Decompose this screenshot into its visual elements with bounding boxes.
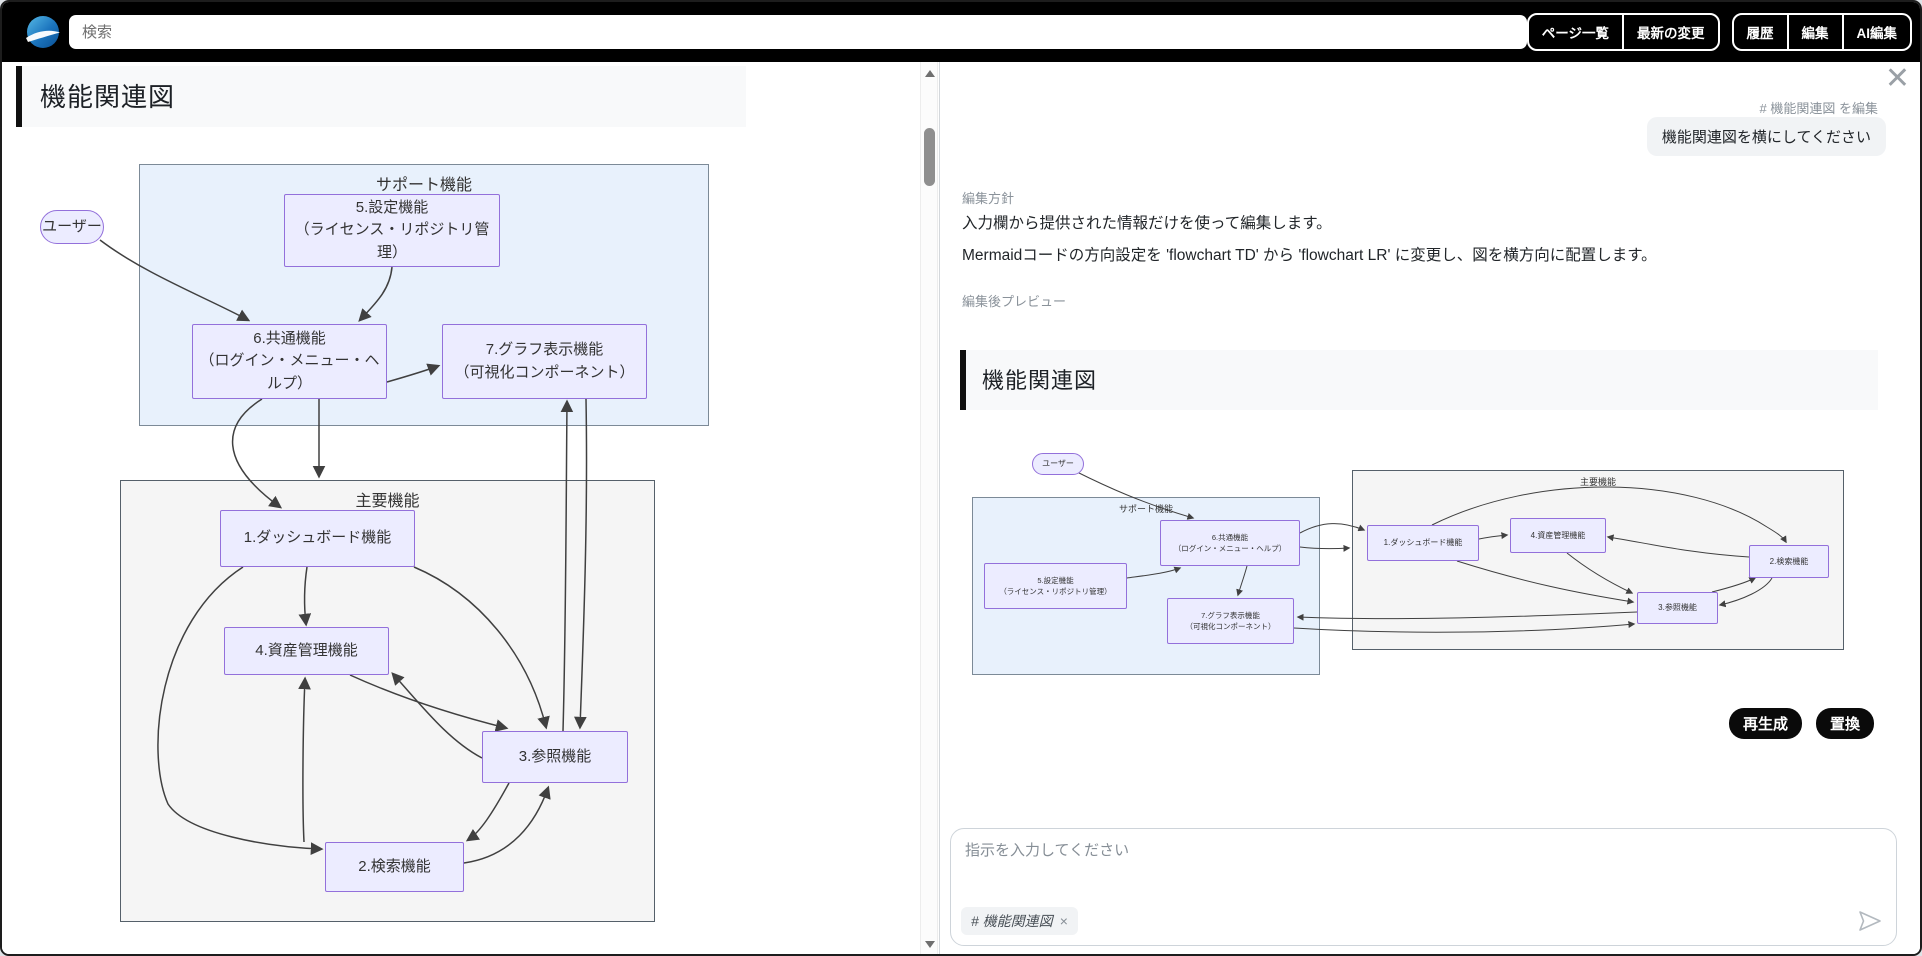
policy-line-1: 入力欄から提供された情報だけを使って編集します。: [962, 215, 1332, 232]
send-icon[interactable]: [1858, 910, 1882, 937]
scroll-up-icon[interactable]: [925, 70, 935, 77]
vertical-scrollbar[interactable]: [920, 62, 938, 954]
node-common: 6.共通機能（ログイン・メニュー・ヘルプ）: [192, 324, 387, 399]
subgraph-support-label: サポート機能: [375, 177, 472, 194]
function-diagram: サポート機能 主要機能: [10, 62, 922, 954]
preview-diagram: サポート機能 主要機能: [967, 445, 1882, 675]
node-search: 2.検索機能: [325, 842, 464, 892]
node-reference: 3.参照機能: [482, 731, 628, 783]
preview-page-title: 機能関連図: [982, 368, 1098, 393]
preview-node-user: ユーザー: [1032, 453, 1084, 475]
preview-node-search: 2.検索機能: [1749, 545, 1829, 578]
nav-group-page-actions: 履歴 編集 AI編集: [1731, 13, 1912, 51]
node-dashboard: 1.ダッシュボード機能: [220, 510, 415, 567]
policy-line-2: Mermaidコードの方向設定を 'flowchart TD' から 'flow…: [962, 247, 1657, 264]
preview-node-asset-management: 4.資産管理機能: [1510, 518, 1606, 553]
user-message-bubble: 機能関連図を横にしてください: [1646, 117, 1886, 156]
instruction-input[interactable]: 指示を入力してください # 機能関連図 ×: [950, 828, 1897, 946]
search-input[interactable]: [69, 15, 1527, 49]
scrollbar-thumb[interactable]: [924, 128, 935, 186]
ai-edit-button[interactable]: AI編集: [1841, 15, 1911, 49]
edit-button[interactable]: 編集: [1786, 15, 1842, 49]
input-placeholder: 指示を入力してください: [965, 842, 1130, 859]
page-header: 機能関連図: [16, 66, 746, 127]
regenerate-button[interactable]: 再生成: [1728, 708, 1802, 739]
preview-node-graph-display: 7.グラフ表示機能（可視化コンポーネント）: [1167, 598, 1294, 644]
subgraph-main-label: 主要機能: [355, 493, 420, 510]
node-asset-management: 4.資産管理機能: [224, 627, 389, 675]
preview-subgraph-support-label: サポート機能: [1118, 504, 1173, 514]
recent-changes-button[interactable]: 最新の変更: [1622, 15, 1718, 49]
preview-node-common: 6.共通機能（ログイン・メニュー・ヘルプ）: [1160, 520, 1300, 566]
app-logo-icon[interactable]: [26, 15, 60, 49]
preview-subgraph-main-label: 主要機能: [1579, 477, 1616, 487]
node-settings: 5.設定機能（ライセンス・リポジトリ管理）: [284, 194, 500, 267]
ai-edit-panel: ✕ # 機能関連図 を編集 機能関連図を横にしてください 編集方針 入力欄から提…: [939, 62, 1920, 954]
preview-label: 編集後プレビュー: [962, 294, 1067, 309]
replace-button[interactable]: 置換: [1815, 708, 1874, 739]
context-chip[interactable]: # 機能関連図 ×: [961, 907, 1078, 935]
preview-node-dashboard: 1.ダッシュボード機能: [1367, 525, 1479, 561]
chip-remove-icon[interactable]: ×: [1059, 913, 1068, 929]
history-button[interactable]: 履歴: [1734, 15, 1787, 49]
scroll-down-icon[interactable]: [925, 941, 935, 948]
node-user: ユーザー: [40, 210, 104, 244]
policy-label: 編集方針: [962, 191, 1015, 206]
topbar: ページ一覧 最新の変更 履歴 編集 AI編集: [2, 2, 1920, 62]
page-list-button[interactable]: ページ一覧: [1529, 15, 1622, 49]
context-chip-label: # 機能関連図: [971, 913, 1053, 929]
preview-node-settings: 5.設定機能（ライセンス・リポジトリ管理）: [984, 563, 1127, 609]
page-title: 機能関連図: [40, 82, 176, 112]
preview-node-reference: 3.参照機能: [1637, 592, 1718, 624]
node-graph-display: 7.グラフ表示機能（可視化コンポーネント）: [442, 324, 647, 399]
nav-group-pages: ページ一覧 最新の変更: [1526, 13, 1720, 51]
preview-page-header: 機能関連図: [960, 350, 1878, 410]
preview-actions: 再生成 置換: [1728, 708, 1874, 739]
close-icon[interactable]: ✕: [1884, 62, 1910, 95]
edit-target-label: # 機能関連図 を編集: [1759, 101, 1878, 116]
